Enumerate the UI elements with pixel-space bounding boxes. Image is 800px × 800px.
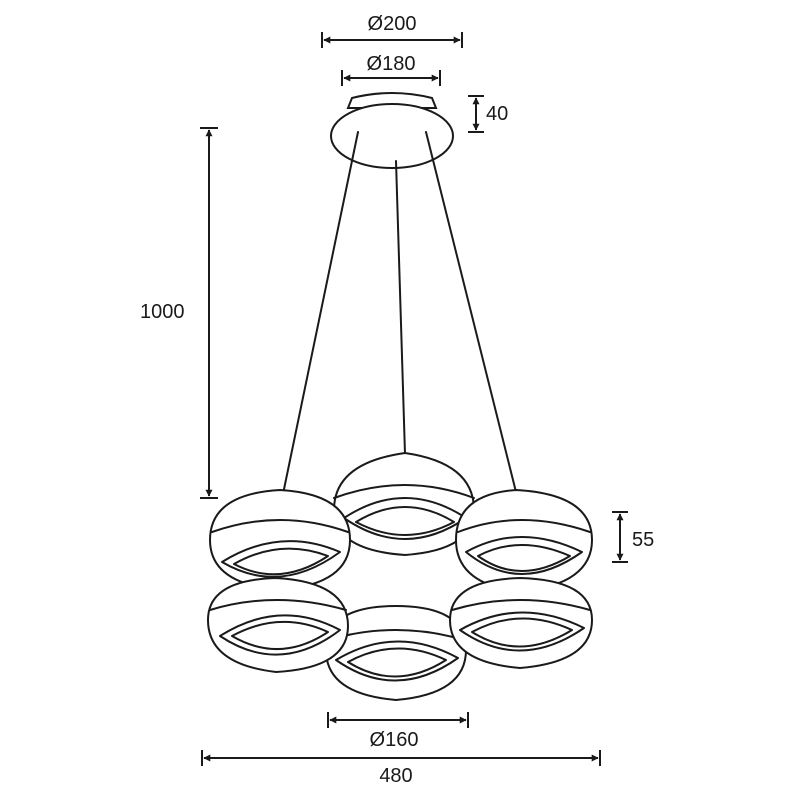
dimension-label-overall-width: 480 [379, 765, 412, 787]
ceiling-canopy [330, 92, 454, 169]
dimension-label-suspension-length: 1000 [140, 301, 185, 323]
dimension-ring-height: 55 [612, 511, 654, 563]
ring-light-bottom-left [206, 576, 350, 674]
dimension-ring-diameter: Ø160 [327, 712, 469, 751]
suspension-cables [282, 131, 517, 495]
ring-light-bottom-right [448, 576, 594, 670]
dimension-overall-width: 480 [201, 750, 601, 787]
dimension-canopy-height: 40 [468, 95, 508, 133]
dimension-canopy-inner: Ø180 [341, 53, 441, 86]
dimension-label-canopy-outer: Ø200 [368, 13, 417, 35]
ring-light-top-left [208, 488, 352, 592]
dimension-label-canopy-inner: Ø180 [367, 53, 416, 75]
dimension-label-canopy-height: 40 [486, 103, 508, 125]
ring-light-top-right [454, 488, 594, 594]
dimension-label-ring-height: 55 [632, 529, 654, 551]
ring-light-top-center [332, 451, 476, 557]
dimension-label-ring-diameter: Ø160 [370, 729, 419, 751]
dimension-suspension-length: 1000 [140, 127, 218, 499]
dimension-canopy-outer: Ø200 [321, 13, 463, 48]
